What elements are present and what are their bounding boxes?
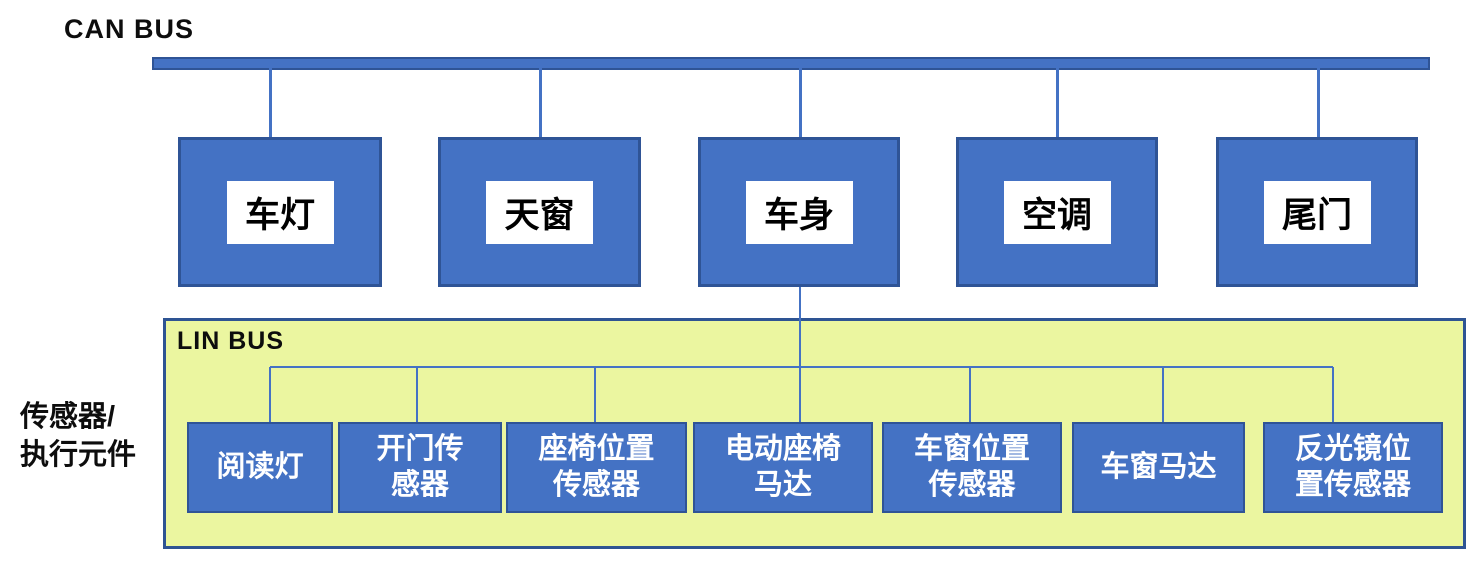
can-connector-sunroof <box>539 68 542 137</box>
can-node-ac-plate: 空调 <box>1003 180 1111 244</box>
lin-node-door-sensor: 开门传 感器 <box>338 422 502 513</box>
lin-bus-title: LIN BUS <box>177 327 284 355</box>
lin-connector-seat-position-sensor <box>594 367 596 422</box>
can-node-sunroof-label: 天窗 <box>504 195 575 235</box>
lin-connector-door-sensor <box>416 367 418 422</box>
can-connector-body <box>799 68 802 137</box>
lin-connector-window-position-sensor <box>969 367 971 422</box>
lin-node-seat-position-sensor: 座椅位置 传感器 <box>506 422 687 513</box>
sensors-actuators-side-label: 传感器/ 执行元件 <box>20 401 137 471</box>
can-node-ac-label: 空调 <box>1021 195 1092 235</box>
can-connector-lights <box>269 68 272 137</box>
lin-connector-mirror-position-sensor <box>1332 367 1334 422</box>
can-bus-line <box>152 57 1430 70</box>
lin-node-reading-light: 阅读灯 <box>187 422 333 513</box>
can-node-body-label: 车身 <box>763 195 834 235</box>
lin-node-window-position-sensor: 车窗位置 传感器 <box>882 422 1062 513</box>
can-bus-title: CAN BUS <box>64 14 195 44</box>
body-to-lin-connector <box>799 287 801 422</box>
lin-node-mirror-position-sensor: 反光镜位 置传感器 <box>1263 422 1443 513</box>
can-node-tailgate-label: 尾门 <box>1281 195 1352 235</box>
can-node-lights-label: 车灯 <box>244 195 315 235</box>
lin-connector-reading-light <box>269 367 271 422</box>
can-node-sunroof-plate: 天窗 <box>486 180 593 244</box>
can-connector-ac <box>1056 68 1059 137</box>
can-node-tailgate-plate: 尾门 <box>1263 180 1371 244</box>
can-node-tailgate: 尾门 <box>1216 137 1418 287</box>
can-connector-tailgate <box>1317 68 1320 137</box>
can-node-lights-plate: 车灯 <box>226 180 334 244</box>
can-node-body: 车身 <box>698 137 900 287</box>
lin-node-seat-motor: 电动座椅 马达 <box>693 422 873 513</box>
can-node-sunroof: 天窗 <box>438 137 641 287</box>
lin-bus-line <box>270 366 1333 368</box>
lin-connector-window-motor <box>1162 367 1164 422</box>
lin-node-window-motor: 车窗马达 <box>1072 422 1245 513</box>
can-node-lights: 车灯 <box>178 137 382 287</box>
can-node-ac: 空调 <box>956 137 1158 287</box>
can-node-body-plate: 车身 <box>745 180 853 244</box>
